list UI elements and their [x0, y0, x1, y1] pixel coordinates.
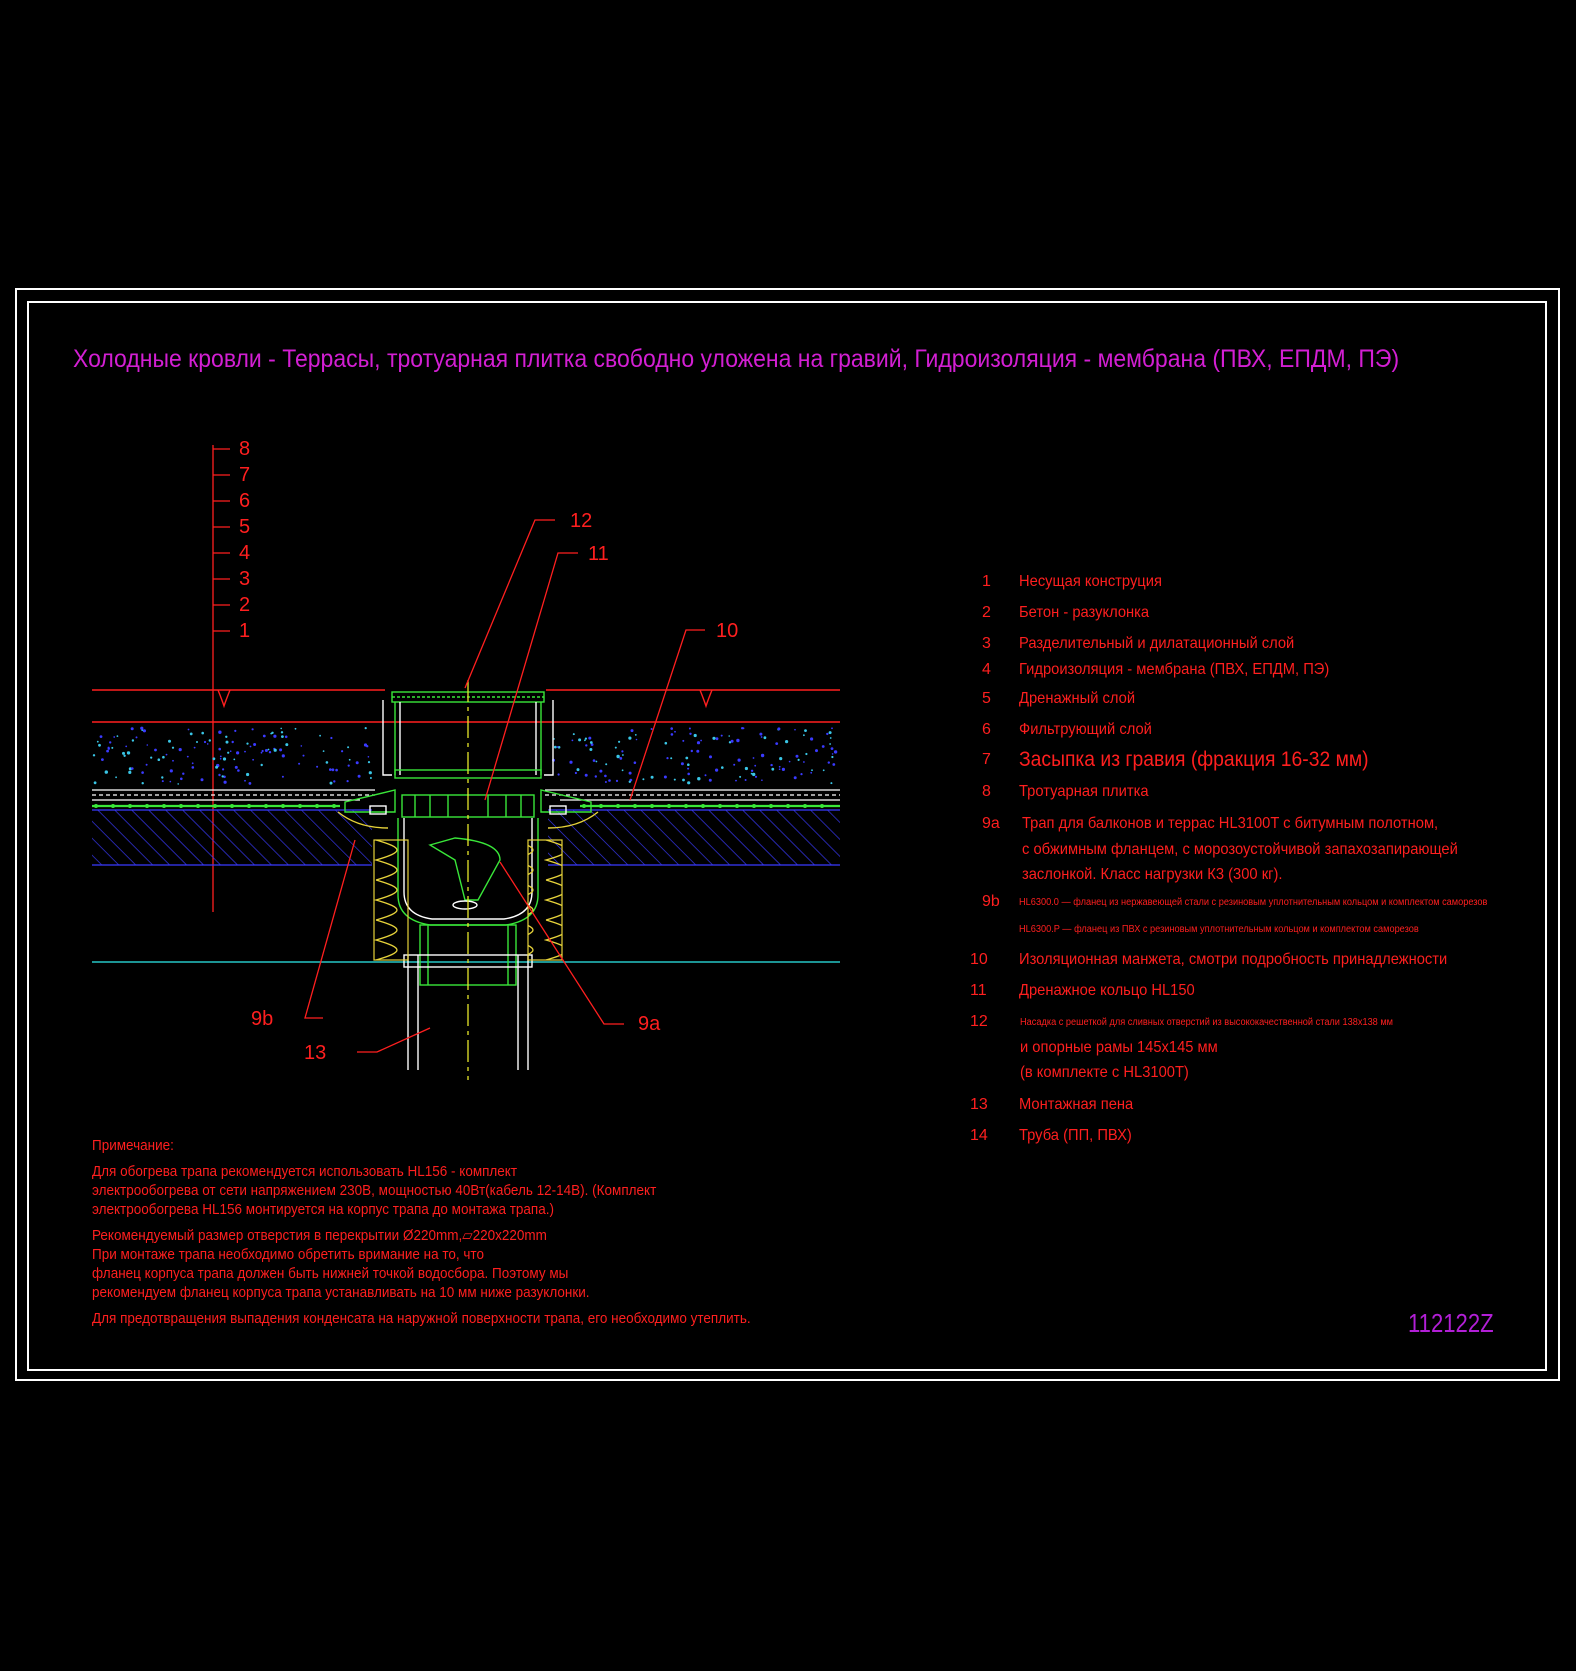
- legend-num-1: 1: [982, 573, 991, 590]
- notes-p2-line3: фланец корпуса трапа должен быть нижней …: [92, 1265, 569, 1282]
- layer-label-6: 6: [239, 490, 251, 512]
- gravel-layer: [92, 726, 838, 785]
- legend-num-5: 5: [982, 690, 991, 707]
- notes-p3: Для предотвращения выпадения конденсата …: [92, 1310, 751, 1327]
- legend-text-11: Дренажное кольцо HL150: [1019, 982, 1195, 999]
- legend-text-9a-line2: с обжимным фланцем, с морозоустойчивой з…: [1022, 841, 1458, 858]
- notes-block: Примечание: Для обогрева трапа рекоменду…: [92, 1136, 852, 1328]
- notes-heading: Примечание:: [92, 1137, 174, 1154]
- legend-text-8: Тротуарная плитка: [1019, 783, 1149, 800]
- legend-text-1: Несущая конструция: [1019, 573, 1162, 590]
- legend-num-2: 2: [982, 604, 991, 621]
- membrane-layers: [92, 789, 840, 808]
- legend-num-10: 10: [970, 951, 988, 968]
- legend-text-10: Изоляционная манжета, смотри подробность…: [1019, 951, 1448, 968]
- sheet-outer-frame: [15, 288, 1560, 1381]
- legend-num-12: 12: [970, 1013, 988, 1030]
- layer-label-1: 1: [239, 620, 251, 642]
- callout-9a: 9a: [638, 1013, 661, 1035]
- legend-text-2: Бетон - разуклонка: [1019, 604, 1150, 621]
- notes-p2-line4: рекомендуем фланец корпуса трапа устанав…: [92, 1284, 590, 1301]
- callout-12: 12: [570, 510, 593, 532]
- paving-slabs: [92, 689, 840, 723]
- concrete-screed: [92, 809, 840, 866]
- legend-text-12-line1: Насадка с решеткой для сливных отверстий…: [1020, 1017, 1394, 1028]
- leader-lines: [304, 519, 705, 1053]
- callout-10: 10: [716, 620, 739, 642]
- notes-p1-line1: Для обогрева трапа рекомендуется использ…: [92, 1163, 518, 1180]
- callout-9b: 9b: [251, 1008, 274, 1030]
- legend-text-9b-line2: HL6300.P — фланец из ПВХ с резиновым упл…: [1019, 924, 1419, 935]
- legend-text-9a-line3: заслонкой. Класс нагрузки К3 (300 кг).: [1022, 866, 1283, 883]
- legend-num-9b: 9b: [982, 893, 1000, 910]
- legend-text-12-line3: (в комплекте с HL3100T): [1020, 1064, 1189, 1081]
- drawing-title: Холодные кровли - Террасы, тротуарная пл…: [73, 345, 1400, 373]
- legend-text-13: Монтажная пена: [1019, 1096, 1134, 1113]
- notes-p2-line2: При монтаже трапа необходимо обретить вр…: [92, 1246, 484, 1263]
- legend-num-8: 8: [982, 783, 991, 800]
- legend-num-3: 3: [982, 635, 991, 652]
- layer-label-4: 4: [239, 542, 251, 564]
- legend: 1 Несущая конструция 2 Бетон - разуклонк…: [970, 0, 1530, 1671]
- legend-num-7: 7: [982, 751, 991, 768]
- layer-label-5: 5: [239, 516, 251, 538]
- legend-text-4: Гидроизоляция - мембрана (ПВХ, ЕПДМ, ПЭ): [1019, 661, 1330, 678]
- callout-11: 11: [588, 543, 609, 565]
- legend-num-4: 4: [982, 661, 991, 678]
- legend-num-9a: 9a: [982, 815, 1000, 832]
- legend-num-13: 13: [970, 1096, 988, 1113]
- legend-num-6: 6: [982, 721, 991, 738]
- layer-label-2: 2: [239, 594, 251, 616]
- legend-text-5: Дренажный слой: [1019, 690, 1136, 707]
- layer-label-3: 3: [239, 568, 251, 590]
- legend-num-11: 11: [970, 982, 987, 999]
- legend-num-14: 14: [970, 1127, 988, 1144]
- legend-text-6: Фильтрующий слой: [1019, 721, 1152, 738]
- legend-text-9b-line1: HL6300.0 — фланец из нержавеющей стали с…: [1019, 897, 1488, 908]
- legend-text-12-line2: и опорные рамы 145x145 мм: [1020, 1039, 1218, 1056]
- layer-label-8: 8: [239, 438, 251, 460]
- notes-p1-line3: электрообогрева HL156 монтируется на кор…: [92, 1201, 555, 1218]
- legend-text-7: Засыпка из гравия (фракция 16-32 мм): [1019, 748, 1369, 771]
- legend-text-9a-line1: Трап для балконов и террас HL3100T с бит…: [1022, 815, 1439, 832]
- sheet-inner-frame: [27, 301, 1547, 1371]
- callout-13: 13: [304, 1042, 327, 1064]
- legend-text-14: Труба (ПП, ПВХ): [1019, 1127, 1132, 1144]
- legend-text-3: Разделительный и дилатационный слой: [1019, 635, 1295, 652]
- layer-label-7: 7: [239, 464, 251, 486]
- notes-p1-line2: электрообогрева от сети напряжением 230В…: [92, 1182, 657, 1199]
- mounting-foam: [373, 839, 563, 961]
- drawing-code: 112122Z: [1408, 1308, 1494, 1338]
- notes-p2-line1: Рекомендуемый размер отверстия в перекры…: [92, 1227, 547, 1244]
